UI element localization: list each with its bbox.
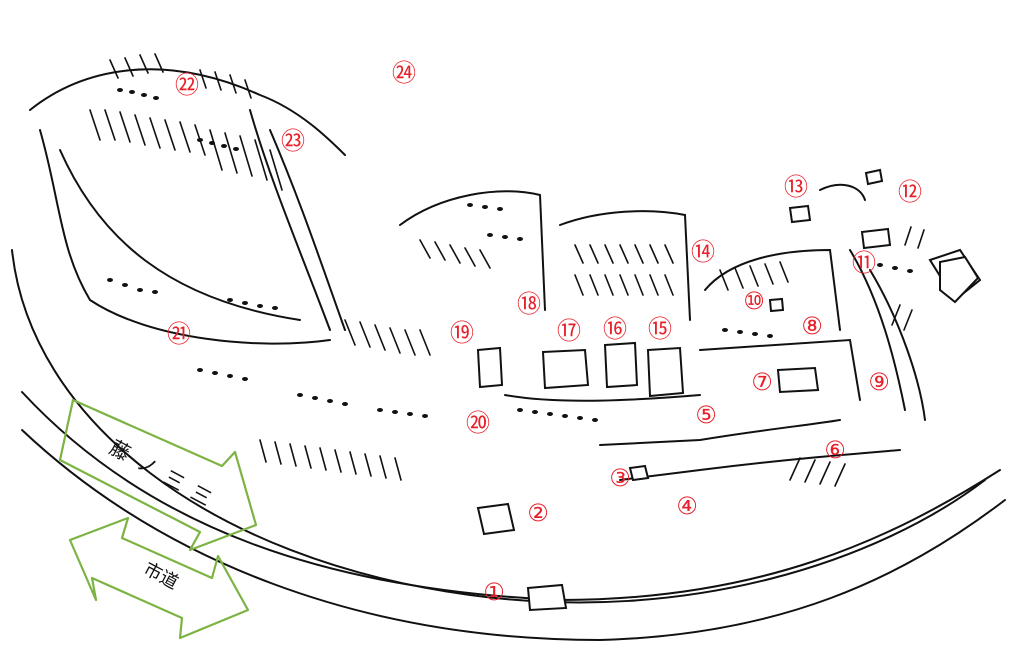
marker-6: ⑥ <box>824 436 846 464</box>
building-2 <box>476 502 516 536</box>
arrow-upper: 藤 ノ 三 三 <box>58 398 258 552</box>
arrow-upper-char-2: ノ <box>133 450 162 481</box>
building-17 <box>541 348 590 390</box>
arrow-upper-label-chars: 藤 ノ 三 三 <box>106 435 216 511</box>
buildings <box>476 168 980 612</box>
marker-13: ⑬ <box>784 173 808 201</box>
path-center <box>504 394 701 402</box>
arrow-lower-shape <box>68 516 250 640</box>
marker-3: ③ <box>609 464 631 492</box>
marker-7: ⑦ <box>751 368 773 396</box>
road-lower-edge <box>21 429 1006 642</box>
marker-4: ④ <box>676 492 698 520</box>
road-outer-edge <box>11 249 986 604</box>
marker-18: ⑱ <box>517 290 541 318</box>
marker-23: ㉓ <box>281 127 305 155</box>
marker-20: ⑳ <box>466 409 490 437</box>
marker-15: ⑮ <box>648 315 672 343</box>
marker-14: ⑭ <box>691 238 715 266</box>
marker-8: ⑧ <box>801 312 823 340</box>
building-13 <box>788 204 812 224</box>
terrace-left <box>399 190 546 311</box>
marker-24: ㉔ <box>392 59 416 87</box>
marker-16: ⑯ <box>603 315 627 343</box>
building-10 <box>768 297 785 313</box>
tree-row-left <box>107 278 278 310</box>
tree-row-middle <box>197 368 428 418</box>
building-upper-right <box>939 255 980 304</box>
marker-22: ㉒ <box>175 71 199 99</box>
marker-10: ⑩ <box>743 287 765 315</box>
marker-12: ⑫ <box>898 178 922 206</box>
building-15 <box>646 346 685 398</box>
markers: ① ② ③ ④ ⑤ ⑥ ⑦ ⑧ ⑨ ⑩ ⑪ ⑫ ⑬ ⑭ ⑮ ⑯ ⑰ ⑱ ⑲ ⑳ … <box>167 59 922 606</box>
terrain-hatching <box>89 53 925 487</box>
marker-17: ⑰ <box>557 317 581 345</box>
marker-2: ② <box>527 499 549 527</box>
marker-19: ⑲ <box>450 319 474 347</box>
tree-rows <box>107 88 913 422</box>
marker-21: ㉑ <box>167 320 191 348</box>
arrow-upper-shape <box>58 398 258 552</box>
arrow-upper-char-3: 三 <box>160 465 189 496</box>
marker-5: ⑤ <box>695 401 717 429</box>
tree-row-upper-left <box>117 88 239 151</box>
building-7 <box>776 366 820 394</box>
terrain-sketch <box>11 68 1006 642</box>
marker-11: ⑪ <box>852 249 876 277</box>
building-19 <box>476 346 504 389</box>
building-16 <box>603 341 639 389</box>
tree-row-center <box>467 203 913 422</box>
building-11 <box>860 227 892 250</box>
arrow-lower: 市道 <box>68 516 250 640</box>
ridge-left <box>29 68 346 156</box>
arrow-lower-label: 市道 <box>140 558 182 593</box>
arrow-upper-char-4: 三 <box>187 480 216 511</box>
building-12 <box>864 168 884 186</box>
marker-1: ① <box>483 578 505 606</box>
marker-9: ⑨ <box>868 368 890 396</box>
building-1 <box>526 583 568 612</box>
building-3 <box>628 464 650 482</box>
